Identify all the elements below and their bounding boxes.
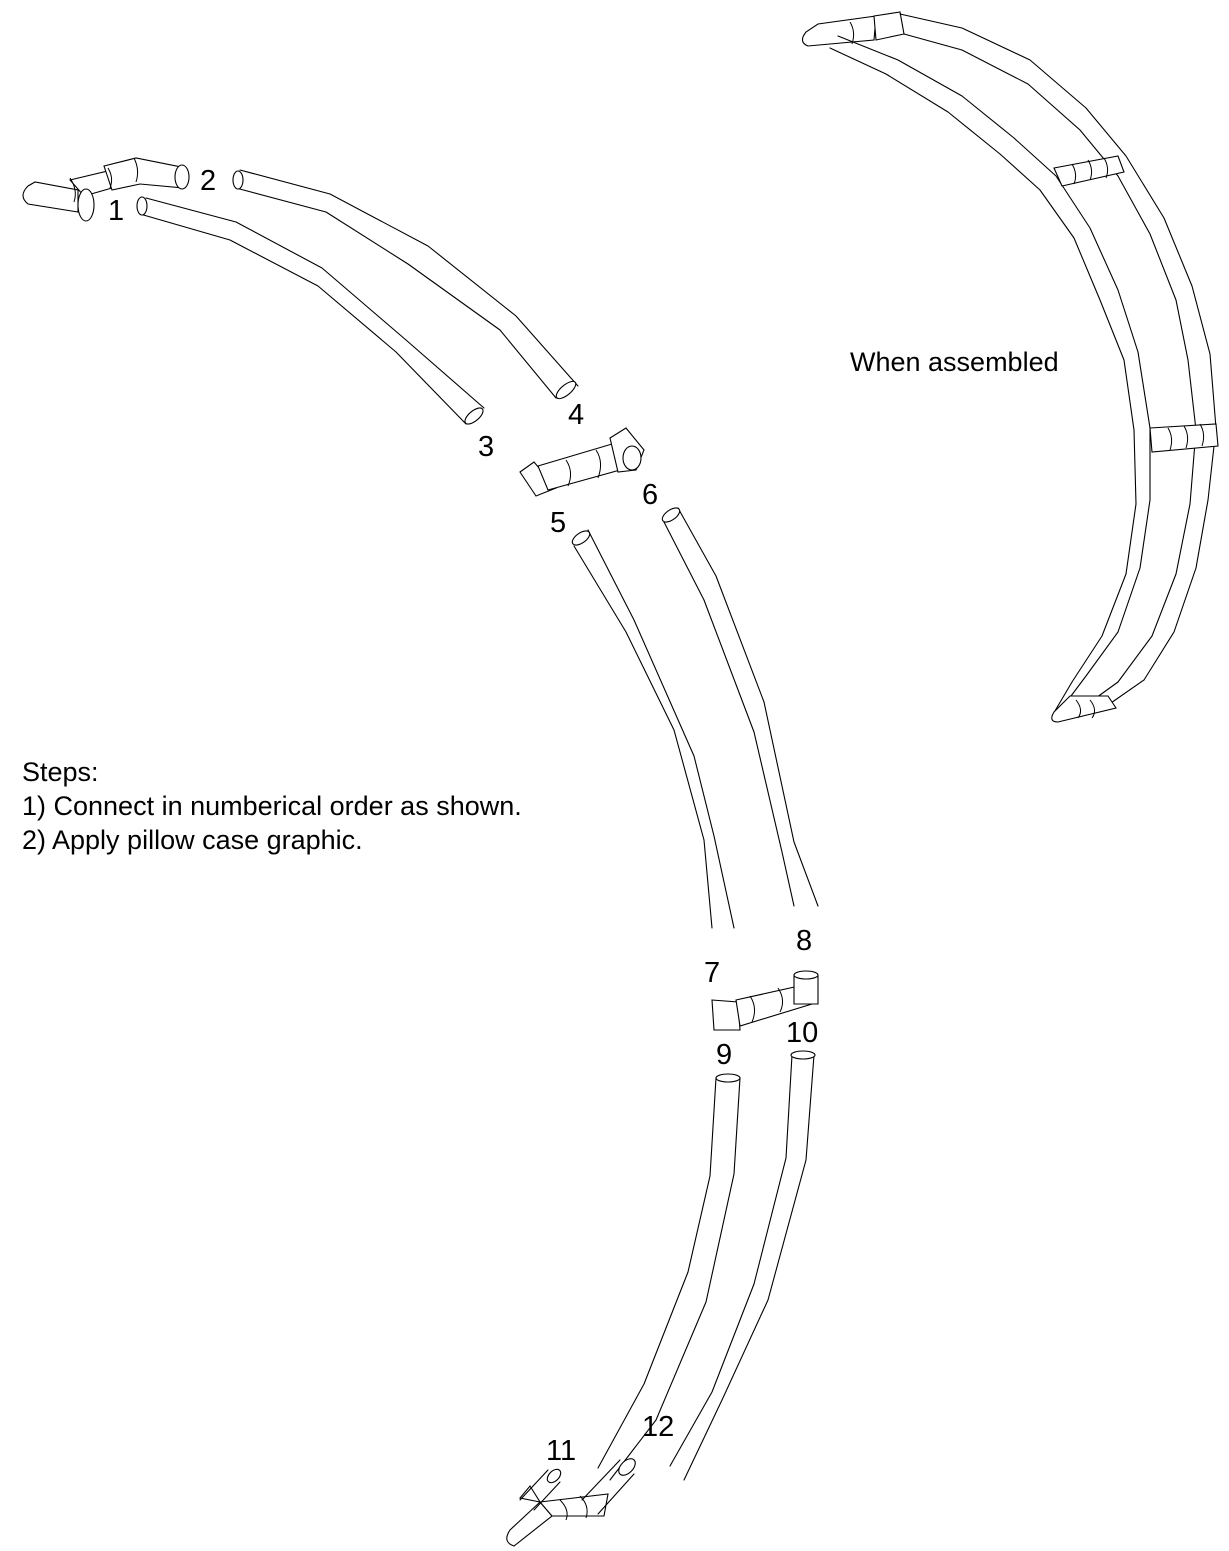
assembled-caption: When assembled [850, 347, 1059, 377]
tube-10-12 [669, 1050, 816, 1481]
label-2: 2 [200, 165, 216, 197]
tube-1-3 [136, 196, 485, 425]
label-6: 6 [642, 479, 658, 511]
label-12: 12 [642, 1411, 674, 1443]
label-7: 7 [704, 957, 720, 989]
label-5: 5 [550, 507, 566, 539]
top-connector [22, 157, 190, 222]
label-9: 9 [716, 1039, 732, 1071]
tube-6-8 [661, 507, 819, 907]
part-labels: 1 2 3 4 5 6 7 8 9 10 11 12 [108, 165, 818, 1467]
bottom-connector [506, 1458, 636, 1547]
tube-9-11 [597, 1073, 741, 1481]
step-item: 1) Connect in numberical order as shown. [22, 791, 522, 821]
label-8: 8 [796, 925, 812, 957]
label-1: 1 [108, 195, 124, 227]
lower-connector [711, 970, 819, 1031]
label-4: 4 [568, 399, 584, 431]
assembled-frame [801, 11, 1219, 723]
label-3: 3 [478, 431, 494, 463]
middle-connector [519, 427, 645, 497]
label-10: 10 [786, 1017, 818, 1049]
tube-2-4 [232, 169, 579, 400]
label-11: 11 [546, 1435, 576, 1467]
tube-5-7 [571, 529, 735, 929]
steps-heading: Steps: [22, 757, 99, 787]
step-item: 2) Apply pillow case graphic. [22, 825, 363, 855]
